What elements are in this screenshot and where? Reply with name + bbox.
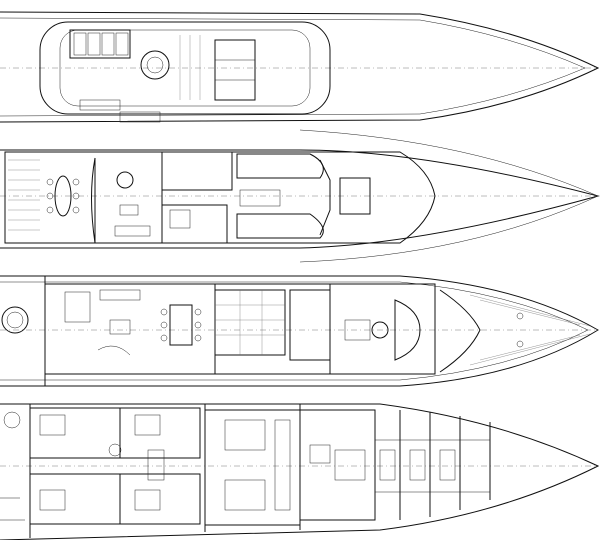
upper-deck-hull: [0, 149, 600, 249]
main-galley: [214, 289, 286, 356]
guest-cabin-4: [119, 473, 201, 525]
bridge-console: [339, 177, 371, 215]
captain-cabin: [161, 204, 228, 244]
crew-mess: [299, 409, 376, 521]
aft-dining-table: [54, 175, 72, 217]
jacuzzi: [140, 50, 170, 80]
sun-deck-plan: [0, 11, 600, 123]
tender-stbd: [236, 213, 324, 239]
main-deck-plan: [0, 275, 599, 387]
owner-bed: [344, 319, 371, 341]
engine-room: [204, 409, 301, 526]
sun-deck-superstructure: [39, 21, 331, 115]
lower-deck-plan: [0, 403, 600, 540]
guest-cabin-2: [29, 473, 121, 525]
upper-galley: [161, 151, 233, 191]
sunpads: [69, 29, 131, 59]
guest-cabin-1: [29, 407, 121, 459]
upper-deck-outline: [4, 151, 436, 244]
owner-bath: [394, 299, 421, 361]
main-deck-hull: [0, 275, 599, 387]
sun-deck-hull: [0, 11, 600, 123]
aft-deck-table: [1, 306, 29, 334]
guest-cabin-3: [119, 407, 201, 459]
upper-deck-plan: [0, 129, 600, 263]
helm-station: [214, 39, 256, 101]
lower-deck-hull: [0, 403, 600, 540]
crew-area: [289, 289, 331, 361]
main-dining-table: [169, 304, 193, 346]
foredeck-curve: [439, 289, 481, 373]
tender-port: [236, 153, 324, 179]
skylounge-game-table: [116, 171, 134, 189]
